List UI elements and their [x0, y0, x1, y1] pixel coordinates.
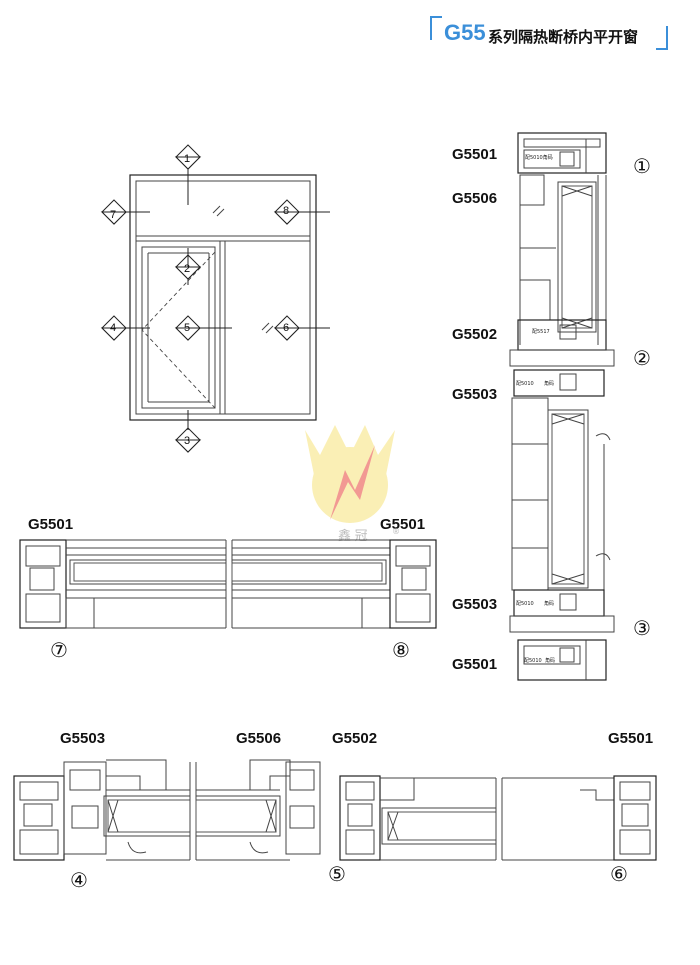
series-code: G55 — [444, 20, 486, 45]
profile-tag: 配5010 — [524, 658, 542, 664]
vertical-section — [509, 132, 615, 681]
marker-4: 4 — [100, 315, 128, 341]
svg-text:2: 2 — [184, 263, 190, 275]
code-label: G5501 — [452, 656, 498, 673]
code-label: G5501 — [452, 146, 498, 163]
marker-7: 7 — [100, 199, 128, 225]
marker-5: 5 — [174, 315, 202, 341]
code-label: G5503 — [60, 730, 106, 747]
svg-text:1: 1 — [184, 153, 190, 165]
watermark-text: 鑫 冠 — [338, 528, 368, 543]
code-label: G5506 — [452, 190, 498, 207]
code-label: G5502 — [332, 730, 378, 747]
marker-2: 2 — [174, 254, 202, 280]
profile-tag: 配5517 — [532, 329, 550, 335]
header-bracket-right — [656, 26, 668, 50]
section-number: ⑦ — [50, 640, 68, 662]
profile-tag: 角码 — [544, 600, 554, 607]
window-elevation — [125, 165, 330, 430]
code-label: G5503 — [452, 386, 498, 403]
code-label: G5502 — [452, 326, 498, 343]
profile-tag: 配5010 — [516, 381, 534, 387]
section-markers: 1 7 8 2 4 5 6 3 — [100, 144, 301, 453]
section-number: ③ — [633, 618, 651, 640]
horizontal-section-top — [19, 539, 437, 629]
profile-tag: 角码 — [544, 380, 554, 387]
header-bracket-left — [430, 16, 442, 40]
svg-text:5: 5 — [184, 322, 190, 334]
page-title: 系列隔热断桥内平开窗 — [488, 28, 639, 46]
section-number: ④ — [70, 870, 88, 892]
profile-tag: 配5010 — [516, 601, 534, 607]
marker-3: 3 — [174, 427, 202, 453]
svg-text:4: 4 — [110, 322, 116, 334]
profile-tag: 角码 — [545, 657, 555, 664]
profile-tag: 配5010角码 — [525, 154, 553, 161]
section-number: ⑥ — [610, 864, 628, 886]
section-number: ① — [633, 156, 651, 178]
svg-text:3: 3 — [184, 435, 190, 447]
page-header: G55 系列隔热断桥内平开窗 — [430, 14, 668, 52]
code-label: G5501 — [380, 516, 426, 533]
code-label: G5506 — [236, 730, 282, 747]
watermark-mark: ® — [392, 527, 400, 536]
section-number: ⑧ — [392, 640, 410, 662]
svg-text:7: 7 — [110, 209, 116, 221]
svg-text:6: 6 — [283, 322, 289, 334]
svg-text:8: 8 — [283, 205, 289, 217]
marker-6: 6 — [273, 315, 301, 341]
code-label: G5501 — [28, 516, 74, 533]
horizontal-section-bottom — [13, 759, 657, 861]
code-label: G5503 — [452, 596, 498, 613]
marker-8: 8 — [273, 199, 301, 225]
marker-1: 1 — [174, 144, 202, 170]
code-label: G5501 — [608, 730, 654, 747]
section-number: ⑤ — [328, 864, 346, 886]
section-number: ② — [633, 348, 651, 370]
watermark-logo — [305, 425, 395, 523]
